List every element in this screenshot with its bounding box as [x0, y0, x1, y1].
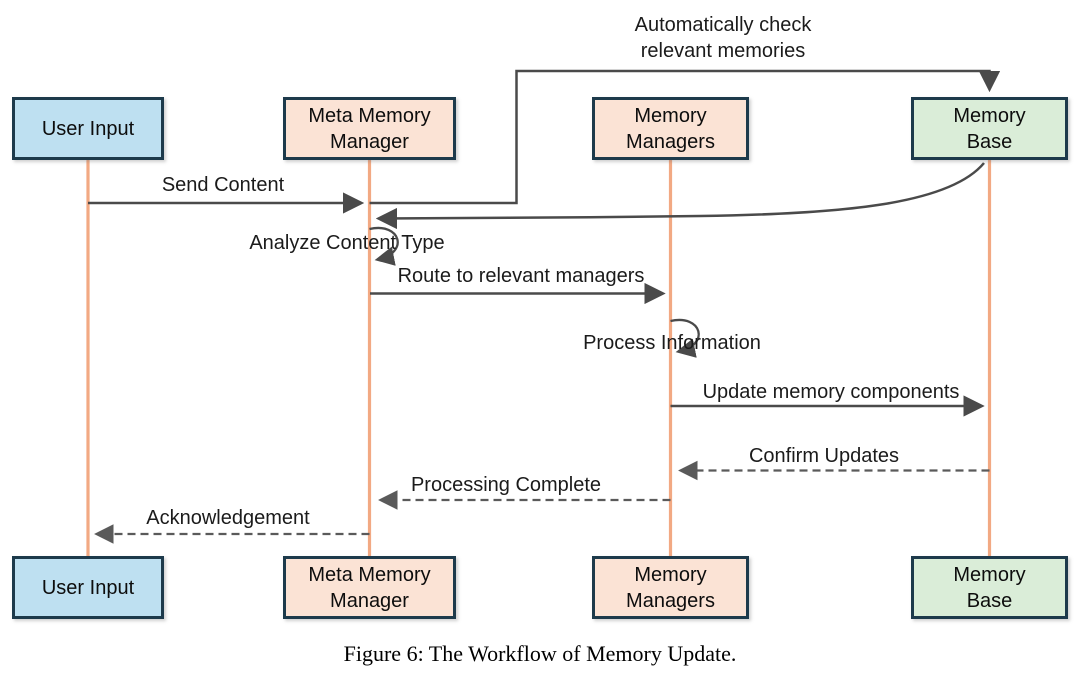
process-information-label: Process Information	[583, 332, 761, 354]
actor-label: Memory	[634, 104, 707, 127]
actor-label: Memory	[953, 104, 1026, 127]
actor-label: Meta Memory	[308, 104, 431, 127]
actor-label: Base	[966, 589, 1013, 612]
actor-label: Manager	[330, 130, 409, 153]
acknowledgement-label: Acknowledgement	[146, 507, 310, 529]
memory-return-arrow	[375, 162, 985, 230]
actor-label: Memory	[953, 563, 1026, 586]
actor-label: Meta Memory	[308, 563, 431, 586]
process-information-self-loop	[670, 318, 700, 358]
actor-bottom-user-input: User Input	[12, 556, 164, 619]
auto-check-label-line1: Automatically check	[634, 14, 812, 36]
actor-top-user-input: User Input	[12, 97, 164, 160]
send-content-label: Send Content	[161, 174, 285, 196]
actor-top-memory-base: Memory Base	[911, 97, 1068, 160]
analyze-content-self-loop	[369, 226, 399, 266]
actor-label: Manager	[330, 589, 409, 612]
actor-bottom-memory-managers: Memory Managers	[592, 556, 749, 619]
auto-check-label: Automatically check relevant memories	[635, 12, 812, 64]
route-managers-label: Route to relevant managers	[397, 265, 645, 287]
auto-check-arrow	[369, 69, 1001, 205]
actor-label: Memory	[634, 563, 707, 586]
actor-top-meta-memory-manager: Meta Memory Manager	[283, 97, 456, 160]
actor-bottom-meta-memory-manager: Meta Memory Manager	[283, 556, 456, 619]
analyze-content-label: Analyze Content Type	[249, 232, 445, 254]
actor-bottom-memory-base: Memory Base	[911, 556, 1068, 619]
actor-label: Managers	[626, 130, 715, 153]
actor-label: Managers	[626, 589, 715, 612]
actor-label: User Input	[41, 576, 135, 599]
actor-label: Base	[966, 130, 1013, 153]
auto-check-label-line2: relevant memories	[640, 40, 806, 62]
actor-label: User Input	[41, 117, 135, 140]
figure-caption: Figure 6: The Workflow of Memory Update.	[343, 641, 737, 666]
actor-top-memory-managers: Memory Managers	[592, 97, 749, 160]
update-components-label: Update memory components	[702, 381, 960, 403]
processing-complete-label: Processing Complete	[410, 474, 602, 496]
confirm-updates-label: Confirm Updates	[748, 445, 900, 467]
